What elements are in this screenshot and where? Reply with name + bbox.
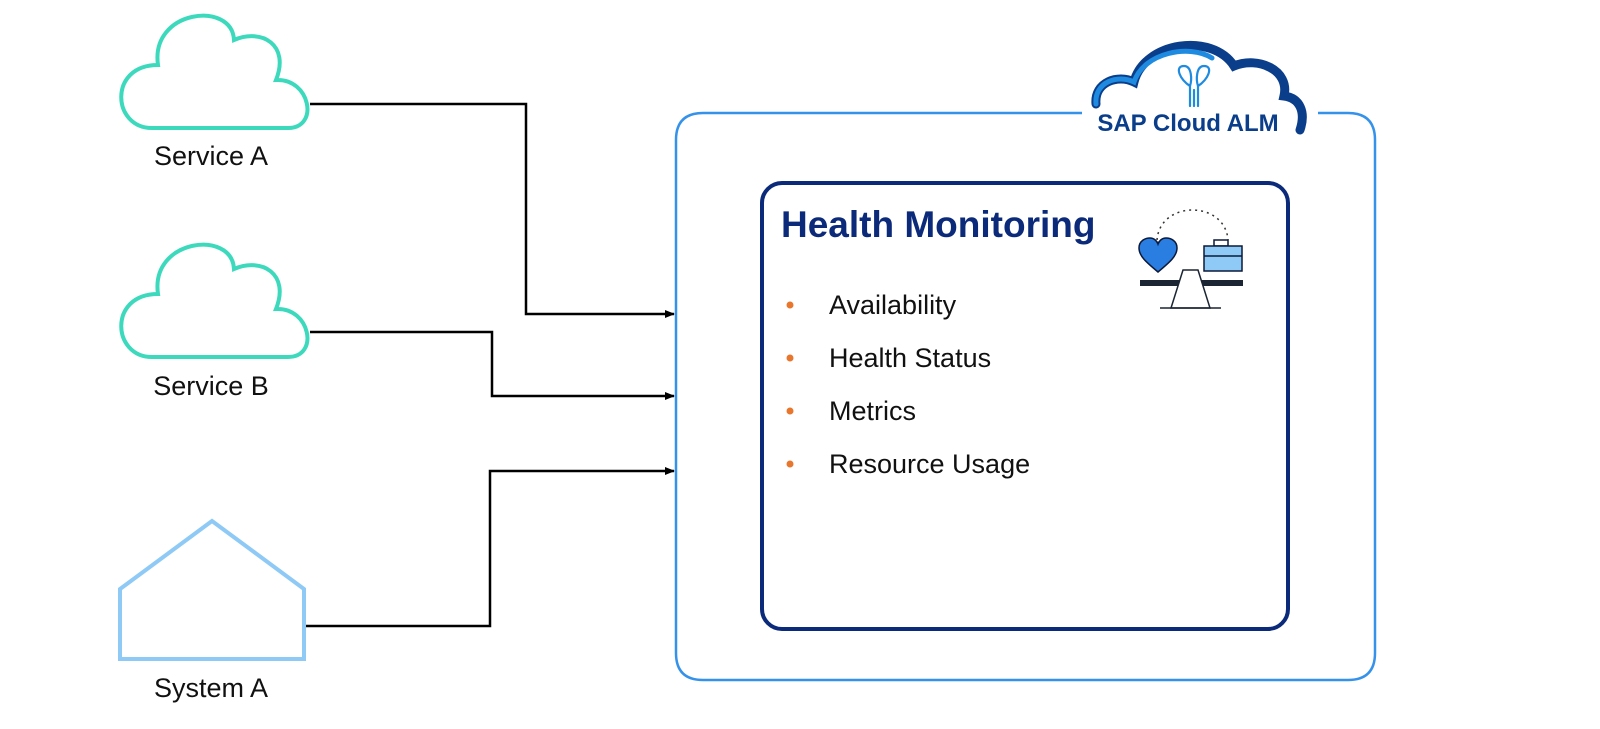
panel-border bbox=[760, 181, 1290, 631]
sap-cloud-alm-container: SAP Cloud ALM bbox=[674, 40, 1377, 682]
connector-service-b bbox=[310, 330, 675, 400]
health-monitoring-panel: Health Monitoring Availability Health St… bbox=[760, 181, 1290, 631]
list-item: Availability bbox=[786, 290, 957, 320]
connector-service-a bbox=[310, 102, 675, 318]
service-b-label: Service B bbox=[153, 371, 269, 401]
list-item: Resource Usage bbox=[786, 449, 1030, 479]
system-a-node: System A bbox=[118, 518, 306, 703]
panel-title: Health Monitoring bbox=[781, 204, 1095, 245]
service-a-node: Service A bbox=[119, 13, 310, 171]
panel-items: Availability Health Status Metrics Resou… bbox=[786, 290, 1030, 479]
dotted-arc bbox=[1156, 209, 1229, 241]
logo-cloud-arc-inner bbox=[1093, 48, 1215, 107]
briefcase-icon bbox=[1203, 239, 1243, 272]
heart-icon bbox=[1138, 237, 1178, 273]
bullet-icon bbox=[786, 460, 794, 468]
bullet-icon bbox=[786, 354, 794, 362]
bullet-icon bbox=[786, 407, 794, 415]
sap-cloud-alm-logo: SAP Cloud ALM bbox=[1091, 40, 1307, 137]
list-item-label: Metrics bbox=[829, 396, 916, 426]
container-border bbox=[674, 111, 1377, 682]
scale-stand bbox=[1169, 269, 1212, 309]
list-item-label: Availability bbox=[829, 290, 957, 320]
service-b-node: Service B bbox=[119, 242, 310, 401]
brand-label: SAP Cloud ALM bbox=[1097, 110, 1278, 137]
list-item-label: Health Status bbox=[829, 343, 991, 373]
cloud-icon bbox=[119, 242, 310, 359]
list-item-label: Resource Usage bbox=[829, 449, 1030, 479]
list-item: Health Status bbox=[786, 343, 991, 373]
connectors bbox=[306, 102, 675, 628]
logo-figure-icon bbox=[1177, 64, 1211, 108]
balance-scale-heart-briefcase-icon bbox=[1138, 209, 1243, 309]
house-icon bbox=[118, 518, 306, 661]
bullet-icon bbox=[786, 301, 794, 309]
service-a-label: Service A bbox=[154, 141, 268, 171]
connector-system-a bbox=[306, 467, 675, 628]
list-item: Metrics bbox=[786, 396, 916, 426]
system-a-label: System A bbox=[154, 673, 268, 703]
cloud-icon bbox=[119, 13, 310, 130]
